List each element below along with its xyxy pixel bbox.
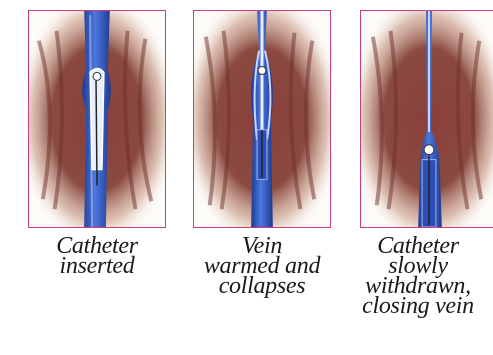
- caption-line: closing vein: [343, 296, 493, 316]
- illustration-vein-collapses: [193, 10, 331, 228]
- caption-catheter-inserted: Catheter inserted: [22, 236, 172, 276]
- illustration-catheter-inserted: [28, 10, 166, 228]
- caption-catheter-withdrawn: Catheter slowly withdrawn, closing vein: [343, 236, 493, 316]
- illustration-catheter-withdrawn: [360, 10, 493, 228]
- caption-vein-collapses: Vein warmed and collapses: [187, 236, 337, 296]
- caption-line: collapses: [187, 276, 337, 296]
- caption-line: inserted: [22, 256, 172, 276]
- catheter-shape: [90, 68, 104, 185]
